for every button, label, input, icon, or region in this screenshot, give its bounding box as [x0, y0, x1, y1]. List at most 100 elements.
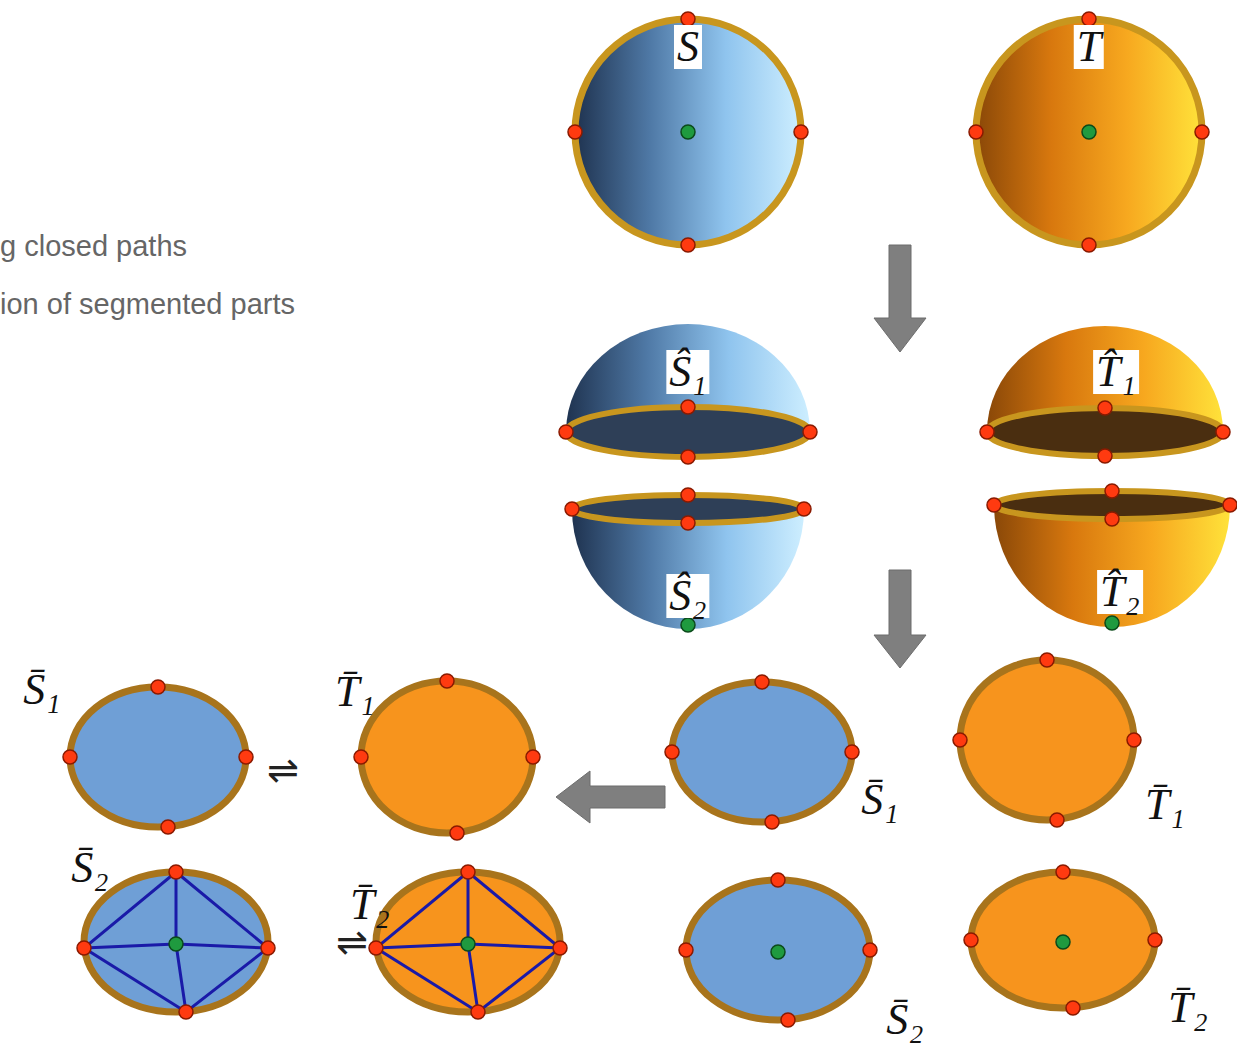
vertex-dot-red — [450, 826, 464, 840]
vertex-dot-red — [1216, 425, 1230, 439]
disk-body — [376, 872, 560, 1012]
slide-text: g closed paths — [0, 230, 187, 263]
vertex-dot-red — [1082, 12, 1096, 26]
surface-label: S̄₂ — [886, 998, 923, 1042]
vertex-dot-green — [461, 937, 475, 951]
shape-outline — [376, 872, 560, 1012]
surface-label: T̄₁ — [1145, 783, 1185, 827]
surface-label: Ŝ₂ — [666, 574, 709, 618]
vertex-dot-red — [665, 745, 679, 759]
vertex-dot-red — [953, 733, 967, 747]
disk-body — [672, 682, 852, 822]
vertex-dot-red — [679, 943, 693, 957]
disk-body — [70, 687, 246, 827]
vertex-dot-green — [681, 125, 695, 139]
vertex-dot-green — [1105, 616, 1119, 630]
vertex-dot-red — [969, 125, 983, 139]
vertex-dot-red — [1066, 1001, 1080, 1015]
surface-label: Ŝ₁ — [666, 350, 709, 394]
vertex-dot-red — [794, 125, 808, 139]
vertex-dot-red — [169, 865, 183, 879]
flattened-disk: S̄₂ — [84, 872, 268, 1012]
vertex-dot-green — [681, 618, 695, 632]
shape-outline — [971, 872, 1155, 1008]
vertex-dot-red — [179, 1005, 193, 1019]
hemisphere-part: T̂₂ — [994, 491, 1230, 627]
surface-label: T̂₁ — [1093, 350, 1139, 394]
disk-body — [971, 872, 1155, 1008]
vertex-dot-red — [771, 873, 785, 887]
vertex-dot-red — [781, 1013, 795, 1027]
vertex-dot-red — [1056, 865, 1070, 879]
triangulation-mesh — [84, 872, 268, 1012]
vertex-dot-red — [565, 502, 579, 516]
vertex-dot-red — [1050, 813, 1064, 827]
vertex-dot-green — [1082, 125, 1096, 139]
surface-label: S̄₁ — [861, 778, 898, 822]
surface-label: T — [1074, 25, 1104, 69]
vertex-dot-red — [1040, 653, 1054, 667]
surface-label: S̄₂ — [71, 846, 108, 890]
flattened-disk: T̄₂ — [971, 872, 1155, 1008]
vertex-dot-red — [354, 750, 368, 764]
shape-outline — [960, 660, 1134, 820]
vertex-dot-red — [161, 820, 175, 834]
vertex-dot-red — [1223, 498, 1237, 512]
vertex-dot-red — [559, 425, 573, 439]
shape-outline — [686, 880, 870, 1020]
vertex-dot-red — [755, 675, 769, 689]
hemisphere-part: Ŝ₂ — [572, 495, 804, 629]
surface-label: S — [674, 25, 702, 69]
dome — [994, 505, 1230, 627]
vertex-dot-red — [681, 450, 695, 464]
vertex-dot-red — [765, 815, 779, 829]
sphere-body — [976, 19, 1202, 245]
sphere-surface: S — [575, 19, 801, 245]
flattened-disk: T̄₂ — [376, 872, 560, 1012]
disk-body — [686, 880, 870, 1020]
vertex-dot-green — [771, 945, 785, 959]
sphere-surface: T — [976, 19, 1202, 245]
vertex-dot-red — [1195, 125, 1209, 139]
vertex-dot-green — [1056, 935, 1070, 949]
flattened-disk: S̄₁ — [672, 682, 852, 822]
vertex-dot-red — [863, 943, 877, 957]
hemisphere-part: Ŝ₁ — [566, 324, 810, 457]
vertex-dot-red — [1098, 449, 1112, 463]
vertex-dot-red — [151, 680, 165, 694]
vertex-dot-red — [1105, 484, 1119, 498]
hemisphere-part: T̂₁ — [987, 326, 1223, 456]
correspondence-symbol: ⇌ — [336, 923, 368, 961]
vertex-dot-red — [1098, 401, 1112, 415]
vertex-dot-red — [239, 750, 253, 764]
vertex-dot-red — [77, 941, 91, 955]
surface-label: T̄₂ — [350, 883, 390, 927]
dome — [572, 509, 804, 629]
surface-label: S̄₁ — [23, 668, 60, 712]
disk-body — [361, 681, 533, 833]
surface-label: T̂₂ — [1097, 570, 1143, 614]
vertex-dot-red — [369, 941, 383, 955]
correspondence-symbol: ⇌ — [267, 751, 299, 789]
vertex-dot-red — [261, 941, 275, 955]
vertex-dot-red — [845, 745, 859, 759]
vertex-dot-red — [1127, 733, 1141, 747]
vertex-dot-red — [681, 238, 695, 252]
vertex-dot-red — [681, 12, 695, 26]
triangulation-mesh — [376, 872, 560, 1012]
surface-label: T̄₂ — [1168, 986, 1208, 1030]
vertex-dot-red — [1082, 238, 1096, 252]
flattened-disk: S̄₂ — [686, 880, 870, 1020]
disk-body — [960, 660, 1134, 820]
left-arrow — [556, 771, 665, 823]
vertex-dot-red — [797, 502, 811, 516]
flattened-disk: T̄₁ — [361, 681, 533, 833]
disk-body — [84, 872, 268, 1012]
flattened-disk: S̄₁ — [70, 687, 246, 827]
vertex-dot-red — [1105, 512, 1119, 526]
vertex-dot-red — [964, 933, 978, 947]
vertex-dot-red — [440, 674, 454, 688]
shape-outline — [70, 687, 246, 827]
vertex-dot-red — [681, 516, 695, 530]
down-arrow — [874, 570, 926, 668]
